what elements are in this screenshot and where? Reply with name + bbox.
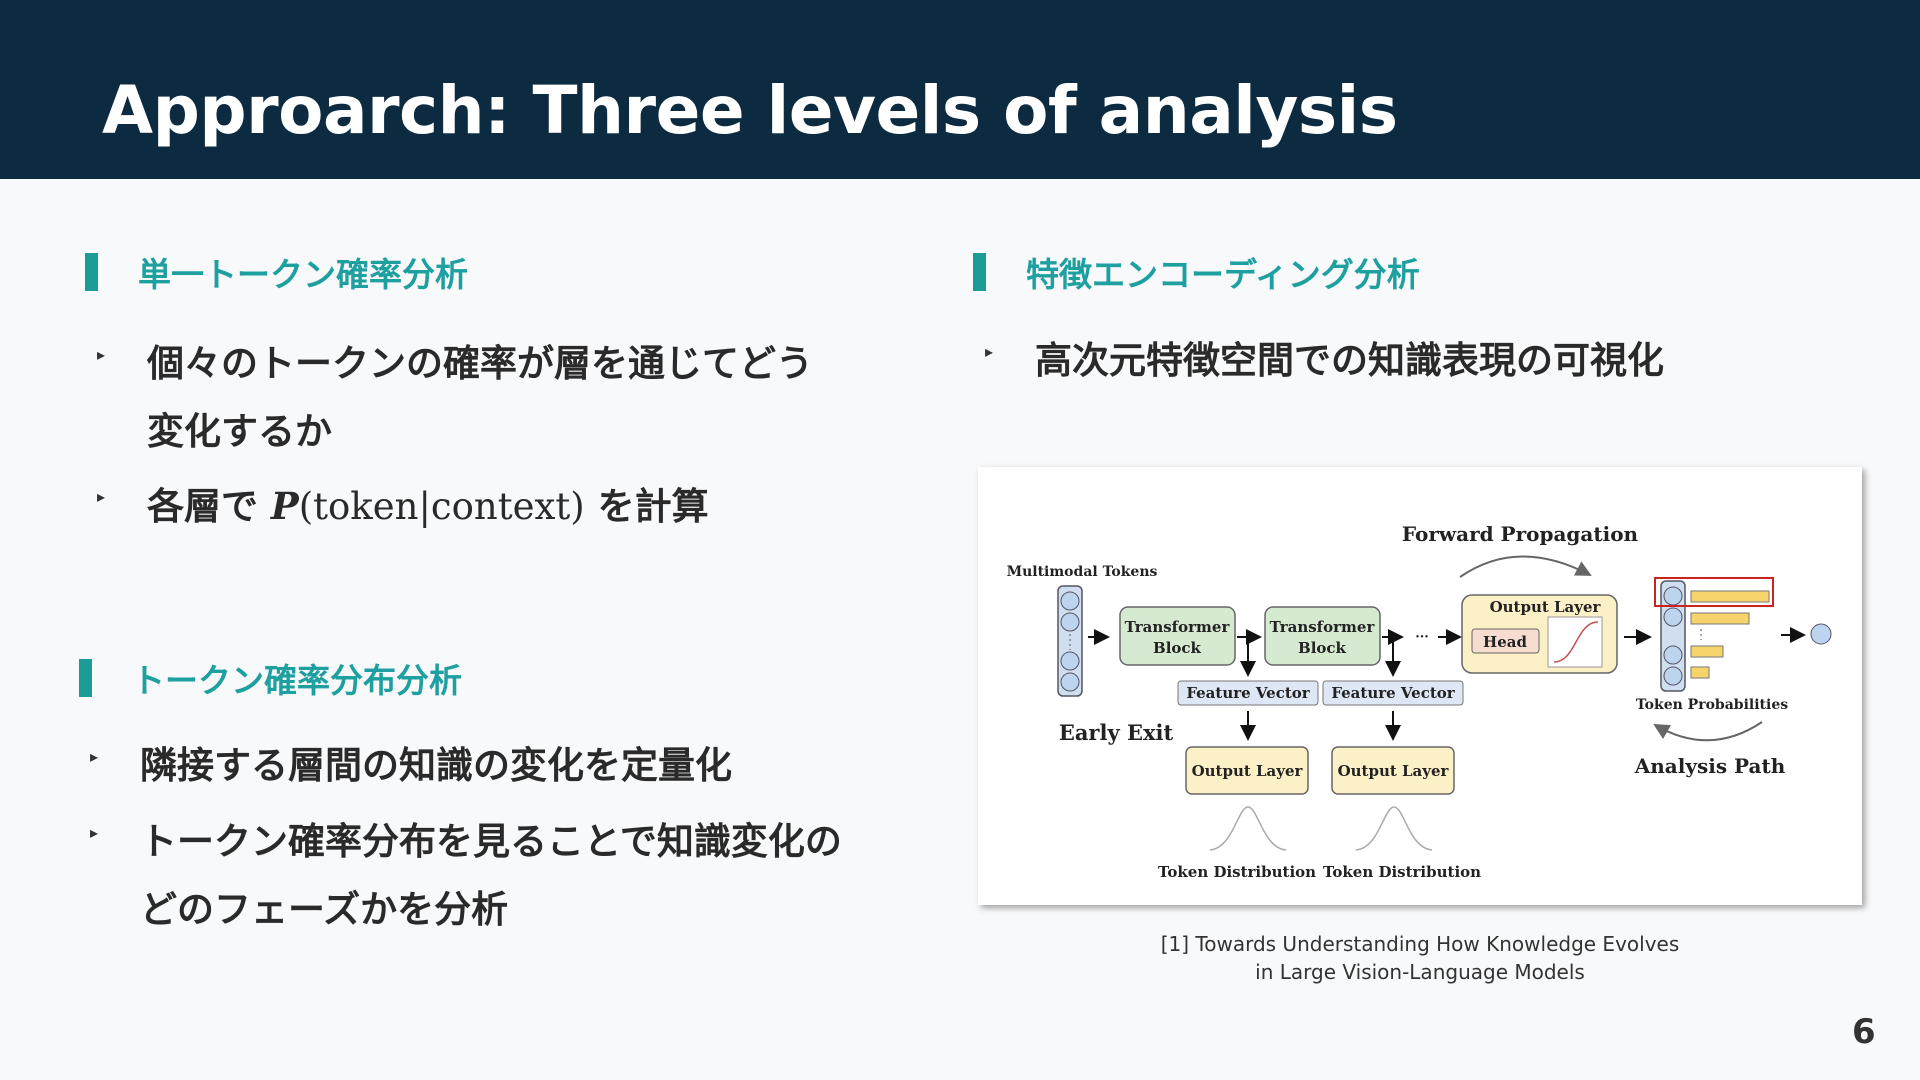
architecture-diagram: Forward Propagation Multimodal Tokens Tr… — [1007, 522, 1832, 881]
feature-vector-label: Feature Vector — [1186, 684, 1310, 702]
caption-line: in Large Vision-Language Models — [1255, 960, 1585, 984]
bullet-text-line: 個々のトークンの確率が層を通じてどう — [147, 342, 813, 385]
bullet-item: トークン確率分布を見ることで知識変化の どのフェーズかを分析 — [90, 808, 842, 944]
slide-title: Approarch: Three levels of analysis — [102, 72, 1398, 149]
feature-vector-1 — [1177, 680, 1319, 706]
bullet-text-line: トークン確率分布を見ることで知識変化の — [140, 820, 842, 863]
transformer-block-label: Transformer — [1125, 618, 1231, 636]
output-layer-exit-1 — [1185, 746, 1309, 795]
math-args: (token|context) — [298, 485, 585, 528]
token-circle — [1060, 672, 1080, 692]
forward-propagation-label: Forward Propagation — [1402, 522, 1639, 546]
token-circle — [1060, 651, 1080, 671]
token-circle — [1663, 645, 1683, 665]
bullet-text: トークン確率分布を見ることで知識変化の どのフェーズかを分析 — [140, 808, 842, 944]
section-accent-bar — [79, 659, 92, 697]
section-heading-single-token: 単一トークン確率分析 — [85, 252, 468, 294]
bullet-item: 隣接する層間の知識の変化を定量化 — [90, 732, 732, 800]
bullet-text-line: 変化するか — [147, 410, 332, 453]
transformer-block-1 — [1119, 606, 1236, 666]
head-box — [1471, 628, 1540, 654]
bullet-text-pre: 各層で — [147, 485, 258, 528]
token-distribution-label: Token Distribution — [1158, 863, 1316, 881]
section-accent-bar — [85, 253, 98, 291]
probability-bar — [1690, 645, 1724, 658]
sigmoid-curve — [1553, 621, 1599, 663]
bullet-item: 高次元特徴空間での知識表現の可視化 — [985, 327, 1664, 395]
transformer-block-label: Block — [1153, 639, 1202, 657]
bullet-text: 高次元特徴空間での知識表現の可視化 — [1035, 339, 1664, 382]
architecture-diagram-figure: Forward Propagation Multimodal Tokens Tr… — [978, 467, 1862, 905]
bullet-marker-icon — [90, 826, 102, 840]
token-probabilities-label: Token Probabilities — [1636, 697, 1788, 713]
math-expression: P(token|context) — [270, 484, 585, 528]
feature-vector-label: Feature Vector — [1331, 684, 1455, 702]
highlight-box — [1654, 577, 1774, 607]
bullet-marker-icon — [97, 348, 109, 362]
activation-plot — [1547, 616, 1603, 668]
transformer-block-label: Block — [1298, 639, 1347, 657]
bullet-text-post: を計算 — [597, 485, 709, 528]
bullet-marker-icon — [985, 345, 997, 359]
ellipsis-label: ··· — [1415, 630, 1429, 645]
output-layer-exit-2 — [1331, 746, 1455, 795]
slide-header: Approarch: Three levels of analysis — [0, 0, 1920, 179]
output-layer-label: Output Layer — [1192, 762, 1304, 780]
bullet-text-line: どのフェーズかを分析 — [140, 888, 509, 931]
probability-token-column — [1660, 580, 1686, 692]
multimodal-tokens-label: Multimodal Tokens — [1007, 564, 1158, 580]
transformer-block-label: Transformer — [1270, 618, 1376, 636]
section-heading-feature-encoding: 特徴エンコーディング分析 — [973, 252, 1420, 294]
early-exit-label: Early Exit — [1059, 720, 1174, 745]
transformer-block-2 — [1264, 606, 1381, 666]
bullet-text: 個々のトークンの確率が層を通じてどう 変化するか — [147, 330, 813, 466]
probability-bar — [1690, 590, 1770, 603]
output-layer-label: Output Layer — [1338, 762, 1450, 780]
token-circle — [1663, 666, 1683, 686]
section-heading-text: トークン確率分布分析 — [132, 661, 462, 700]
distribution-curve — [1209, 806, 1287, 851]
figure-caption: [1] Towards Understanding How Knowledge … — [1100, 930, 1740, 986]
token-circle — [1663, 607, 1683, 627]
token-circle — [1663, 586, 1683, 606]
analysis-arrow — [1653, 721, 1763, 742]
feature-vector-2 — [1322, 680, 1464, 706]
caption-line: [1] Towards Understanding How Knowledge … — [1160, 932, 1680, 956]
head-label: Head — [1483, 633, 1527, 651]
page-number: 6 — [1852, 1012, 1876, 1052]
bullet-text: 隣接する層間の知識の変化を定量化 — [140, 744, 732, 787]
bullet-marker-icon — [90, 750, 102, 764]
section-heading-text: 単一トークン確率分析 — [138, 255, 468, 294]
bullet-item: 個々のトークンの確率が層を通じてどう 変化するか — [97, 330, 813, 466]
section-heading-distribution: トークン確率分布分析 — [79, 658, 462, 700]
bullet-item: 各層で P(token|context) を計算 — [97, 472, 709, 541]
math-variable: P — [270, 484, 299, 528]
forward-arrow — [1459, 555, 1592, 578]
output-layer-label: Output Layer — [1490, 598, 1602, 616]
bullet-text: 各層で P(token|context) を計算 — [147, 472, 709, 541]
token-circle — [1060, 591, 1080, 611]
section-accent-bar — [973, 253, 986, 291]
probability-bar — [1690, 666, 1710, 679]
output-token-circle — [1810, 623, 1832, 645]
bullet-marker-icon — [97, 490, 109, 504]
token-circle — [1060, 612, 1080, 632]
section-heading-text: 特徴エンコーディング分析 — [1026, 255, 1420, 294]
distribution-curve — [1355, 806, 1433, 851]
probability-bar — [1690, 612, 1750, 625]
analysis-path-label: Analysis Path — [1634, 754, 1786, 778]
token-distribution-label: Token Distribution — [1323, 863, 1481, 881]
